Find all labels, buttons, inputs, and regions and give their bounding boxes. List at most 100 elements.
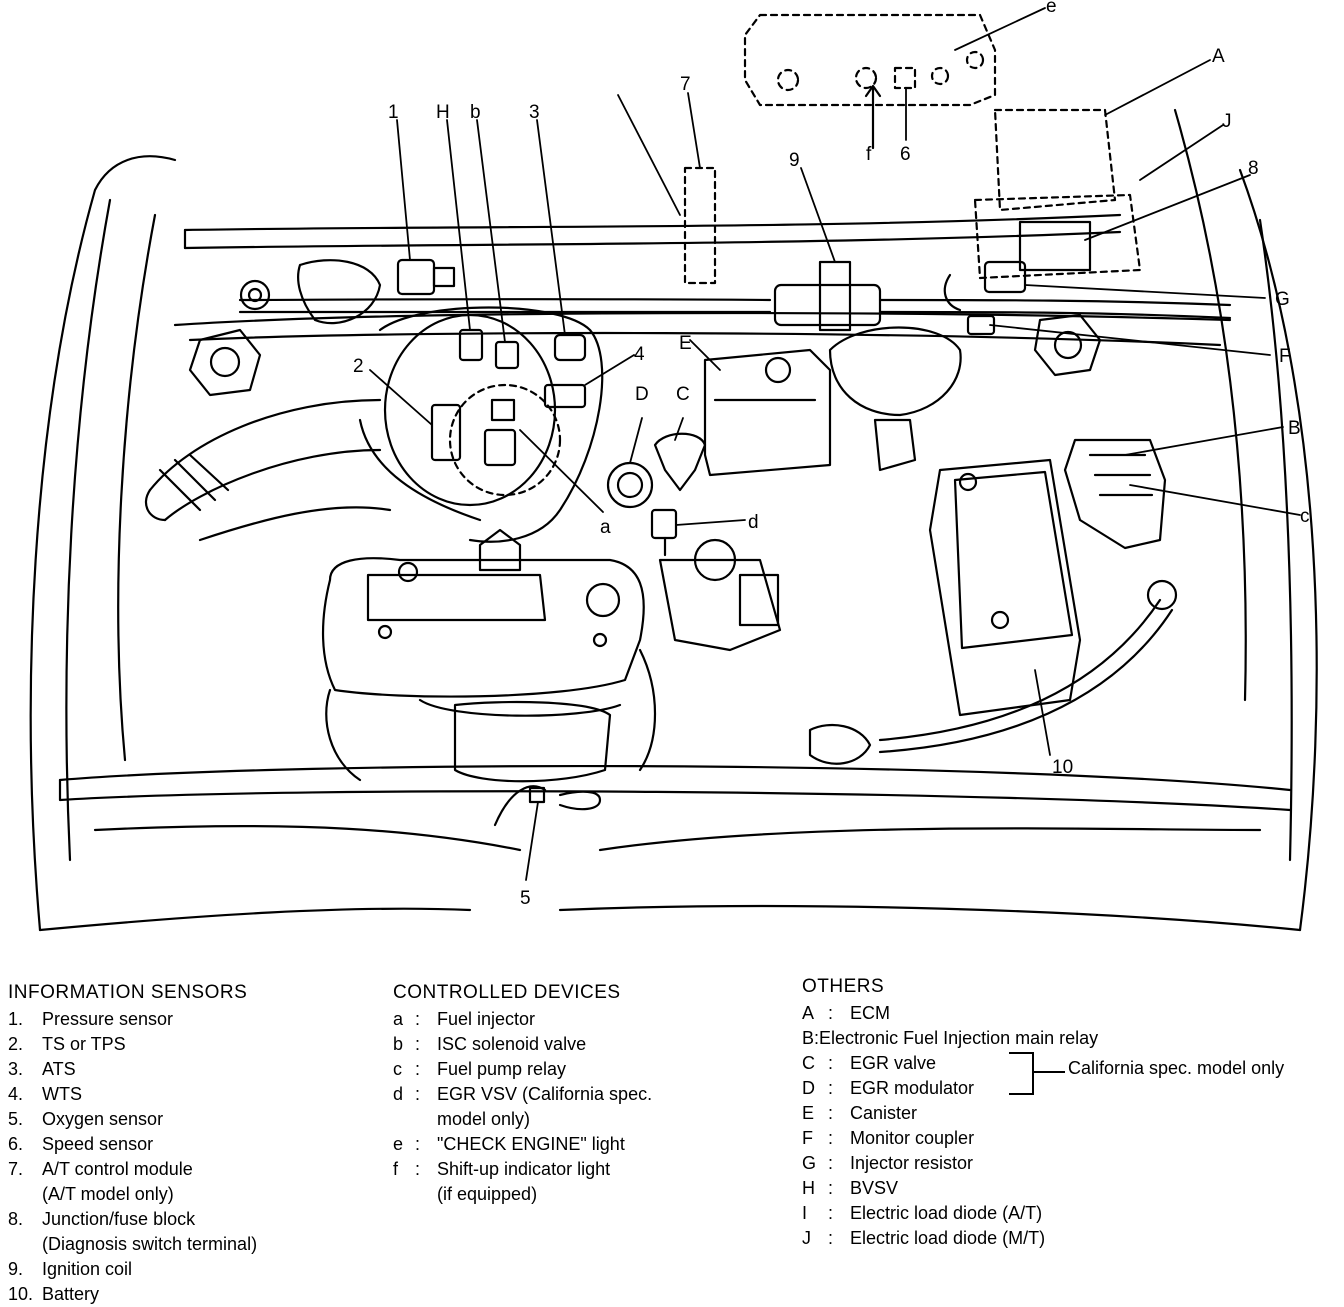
- legend-text-cont: model only): [437, 1109, 531, 1129]
- legend-info-title: INFORMATION SENSORS: [8, 982, 248, 1003]
- legend-text: Electric load diode (M/T): [850, 1228, 1046, 1248]
- legend-text: Fuel injector: [437, 1009, 536, 1029]
- legend-key: A: [802, 1003, 815, 1023]
- legend-num: 5.: [8, 1109, 24, 1129]
- legend-key: G: [802, 1153, 817, 1173]
- battery-cable: [808, 579, 1178, 765]
- legend-key: b: [393, 1034, 404, 1054]
- legend-key: f: [393, 1159, 399, 1179]
- legend-text: ISC solenoid valve: [437, 1034, 587, 1054]
- legend-text: "CHECK ENGINE" light: [437, 1134, 625, 1154]
- callout-b: b: [470, 102, 481, 123]
- legend-num: 6.: [8, 1134, 24, 1154]
- legend-text: EGR VSV (California spec.: [437, 1084, 653, 1104]
- callout-E: E: [679, 333, 692, 354]
- legend-key: a: [393, 1009, 404, 1029]
- callout-J: J: [1222, 111, 1232, 132]
- harness: [238, 298, 1232, 320]
- egr-valve: [653, 432, 707, 492]
- callout-9: 9: [789, 150, 800, 171]
- battery: [928, 458, 1082, 717]
- legend-text: EGR modulator: [850, 1078, 975, 1098]
- legend-num: 10.: [8, 1284, 34, 1304]
- legend-text: Shift-up indicator light: [437, 1159, 611, 1179]
- legend-text: ATS: [42, 1059, 76, 1079]
- callout-C: C: [676, 384, 690, 405]
- ignition-coil: [773, 260, 882, 332]
- california-bracket: [1009, 1052, 1065, 1095]
- engine-compartment-diagram: 1 H b 3 4 2 5 6 7 8 9 10 A B C D E F G J…: [29, 0, 1318, 932]
- engine-block: [325, 648, 657, 783]
- callout-G: G: [1275, 289, 1290, 310]
- callout-H: H: [436, 102, 450, 123]
- legend-text: ECM: [850, 1003, 890, 1023]
- instrument-panel: [743, 13, 997, 107]
- california-note: California spec. model only: [1068, 1058, 1285, 1078]
- callout-4: 4: [634, 344, 645, 365]
- legend-key: I: [802, 1203, 808, 1223]
- callout-c: c: [1300, 506, 1310, 527]
- legend-num: 4.: [8, 1084, 24, 1104]
- legend-text: Speed sensor: [42, 1134, 154, 1154]
- legend-text: Junction/fuse block: [42, 1209, 196, 1229]
- legend-text-cont: (A/T model only): [42, 1184, 174, 1204]
- junction-block: [1018, 220, 1092, 272]
- legend-others-title: OTHERS: [802, 976, 885, 997]
- legend-key: D: [802, 1078, 815, 1098]
- callout-F: F: [1279, 346, 1291, 367]
- legend-num: 8.: [8, 1209, 24, 1229]
- strut-tower-right: [1033, 313, 1102, 377]
- legend-text: Ignition coil: [42, 1259, 133, 1279]
- callout-1: 1: [388, 102, 399, 123]
- body-outline: [29, 108, 1318, 932]
- legend-key: e: [393, 1134, 404, 1154]
- legend-key: B: [802, 1028, 815, 1048]
- legend-text: Canister: [850, 1103, 918, 1123]
- cylinder-head: [321, 528, 645, 717]
- legend-text: EGR valve: [850, 1053, 937, 1073]
- oxygen-sensor: [493, 785, 602, 827]
- callout-f: f: [866, 144, 872, 165]
- legend-num: 3.: [8, 1059, 24, 1079]
- legend-text-cont: (if equipped): [437, 1184, 538, 1204]
- legend-text: Electric load diode (A/T): [850, 1203, 1043, 1223]
- callout-d: d: [748, 512, 759, 533]
- intake-hose: [144, 398, 392, 542]
- legend-num: 9.: [8, 1259, 24, 1279]
- legend-text: Pressure sensor: [42, 1009, 174, 1029]
- legend-text: A/T control module: [42, 1159, 193, 1179]
- callout-5: 5: [520, 888, 531, 909]
- callout-10: 10: [1052, 757, 1073, 778]
- check-engine-pointer: [864, 84, 882, 150]
- callout-B: B: [1288, 418, 1301, 439]
- injector-resistor: [943, 260, 1027, 312]
- strut-tower-left: [188, 328, 262, 397]
- legend-text: Monitor coupler: [850, 1128, 975, 1148]
- ecm: [973, 108, 1142, 280]
- legend-information-sensors: INFORMATION SENSORS 1.Pressure sensor 2.…: [8, 980, 368, 1307]
- canister: [703, 348, 832, 477]
- legend-text: TS or TPS: [42, 1034, 126, 1054]
- legend-key: H: [802, 1178, 815, 1198]
- legend-text: Oxygen sensor: [42, 1109, 164, 1129]
- callout-3: 3: [529, 102, 540, 123]
- throttle-body: [358, 306, 604, 543]
- legend-key: E: [802, 1103, 815, 1123]
- legend-key: c: [393, 1059, 402, 1079]
- brake-reservoir: [828, 326, 962, 472]
- callout-e: e: [1046, 0, 1057, 17]
- efi-relay-block: [1063, 438, 1167, 550]
- legend-num: 7.: [8, 1159, 24, 1179]
- leader-lines: [369, 7, 1301, 881]
- distributor: [658, 538, 782, 652]
- egr-vsv: [650, 508, 678, 557]
- legend-text: Battery: [42, 1284, 100, 1304]
- legend-num: 1.: [8, 1009, 24, 1029]
- legend-key: J: [802, 1228, 811, 1248]
- cowl-hose: [183, 213, 1122, 250]
- legend-text-cont: (Diagnosis switch terminal): [42, 1234, 258, 1254]
- callout-8: 8: [1248, 158, 1259, 179]
- pressure-sensor: [239, 258, 456, 325]
- callout-6: 6: [900, 144, 911, 165]
- legend-others: OTHERS A:ECM B:Electronic Fuel Injection…: [802, 974, 1098, 1251]
